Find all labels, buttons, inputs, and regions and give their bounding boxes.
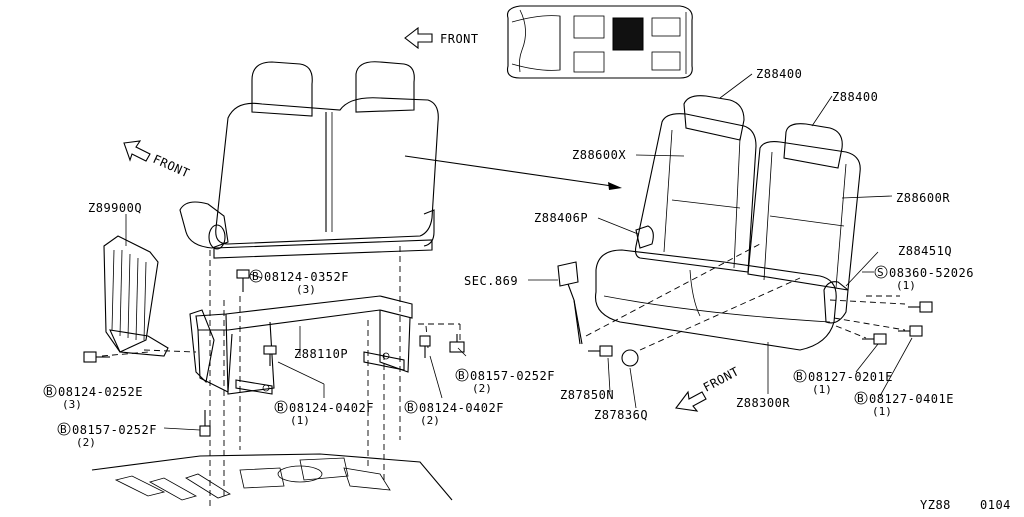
front-label: FRONT — [440, 32, 479, 46]
label-z88300r: Z88300R — [736, 396, 790, 410]
bolt-code: 08124-0402F — [289, 401, 374, 415]
bolt-code: 08124-0252E — [58, 385, 143, 399]
leader-lines — [125, 73, 913, 431]
bolt-code: 08360-52026 — [889, 266, 974, 280]
bolt-qty: (1) — [812, 383, 832, 396]
bolt-symbol: B — [407, 401, 414, 414]
label-z87836q: Z87836Q — [594, 408, 648, 422]
bolt-callout: B 08124-0402F (2) — [404, 400, 504, 427]
clip-icon — [908, 301, 933, 313]
bolt-symbol: B — [458, 369, 465, 382]
explode-arrow — [404, 155, 622, 190]
label-z87850n: Z87850N — [560, 388, 614, 402]
cap-z87836q — [621, 349, 639, 367]
bolt-code: 08127-0401E — [869, 392, 954, 406]
front-arrow-icon — [675, 390, 707, 412]
bolt-symbol: B — [60, 423, 67, 436]
label-sec869: SEC.869 — [464, 274, 518, 288]
label-z88400-a: Z88400 — [756, 67, 802, 81]
vehicle-top-view-icon — [506, 5, 693, 79]
diagram-footer: YZ88 0104 — [920, 498, 1011, 512]
bolt-code: 08157-0252F — [470, 369, 555, 383]
clip-icon — [449, 334, 465, 353]
bolt-code: 08127-0201E — [808, 370, 893, 384]
seat-frame-z88110p — [189, 295, 413, 395]
label-z88400-b: Z88400 — [832, 90, 878, 104]
bolt-callout: B 08127-0401E (1) — [854, 391, 954, 418]
bolt-callout: B 08127-0201E (1) — [793, 369, 893, 396]
label-z88110p: Z88110P — [294, 347, 348, 361]
label-z88600x: Z88600X — [572, 148, 626, 162]
bolt-qty: (1) — [290, 414, 310, 427]
bolt-code: 08124-0352F — [264, 270, 349, 284]
diagram-code: YZ88 — [920, 498, 951, 512]
bolt-qty: (1) — [872, 405, 892, 418]
bolt-callout: B 08157-0252F (2) — [455, 368, 555, 395]
bolt-symbol: S — [877, 266, 884, 279]
diagram-page: 0104 — [980, 498, 1011, 512]
bolt-callout: B 08124-0402F (1) — [274, 400, 374, 427]
front-arrow-icon — [404, 26, 433, 50]
bolt-symbol: B — [46, 385, 53, 398]
bolt-icon — [199, 410, 211, 437]
bolt-qty: (2) — [472, 382, 492, 395]
label-z88451q: Z88451Q — [898, 244, 952, 258]
bolt-code: 08124-0402F — [419, 401, 504, 415]
bolt-code: 08157-0252F — [72, 423, 157, 437]
bolt-qty: (2) — [420, 414, 440, 427]
bolt-icon — [263, 345, 277, 366]
bolt-symbol: B — [252, 270, 259, 283]
bolt-icon — [83, 351, 110, 363]
bolt-icon — [588, 345, 613, 357]
label-z89900q: Z89900Q — [88, 201, 142, 215]
front-arrow-bottom: FRONT — [675, 364, 742, 412]
bolt-icon — [862, 333, 887, 345]
bolt-icon — [236, 269, 250, 292]
bolt-qty: (1) — [896, 279, 916, 292]
bolt-icon — [419, 335, 431, 358]
guide-lines-left — [101, 246, 461, 508]
bolt-symbol: B — [857, 392, 864, 405]
bolt-callout: S 08360-52026 (1) — [874, 265, 974, 292]
front-arrow-top: FRONT — [404, 26, 479, 50]
bolt-symbol: B — [796, 370, 803, 383]
label-z88600r: Z88600R — [896, 191, 950, 205]
bolt-qty: (3) — [296, 283, 316, 296]
bolt-callout: B 08157-0252F (2) — [57, 422, 157, 449]
rear-seat-assembly-left — [179, 61, 439, 259]
bolt-qty: (2) — [76, 436, 96, 449]
floor-panel — [91, 453, 453, 501]
bolt-icon — [898, 325, 923, 337]
bolt-symbol: B — [277, 401, 284, 414]
rear-seat-assembly-right — [594, 95, 861, 351]
label-z88406p: Z88406P — [534, 211, 588, 225]
front-arrow-icon — [123, 140, 151, 162]
front-label: FRONT — [701, 364, 742, 394]
front-label: FRONT — [151, 152, 192, 180]
side-panel-z89900q — [103, 235, 169, 357]
bolt-qty: (3) — [62, 398, 82, 411]
guide-lines-right — [585, 243, 906, 351]
bolt-callout: B 08124-0352F (3) — [249, 269, 349, 296]
bolt-callout: B 08124-0252E (3) — [43, 384, 143, 411]
front-arrow-left: FRONT — [123, 140, 192, 180]
seat-belt-sec869 — [557, 261, 583, 345]
